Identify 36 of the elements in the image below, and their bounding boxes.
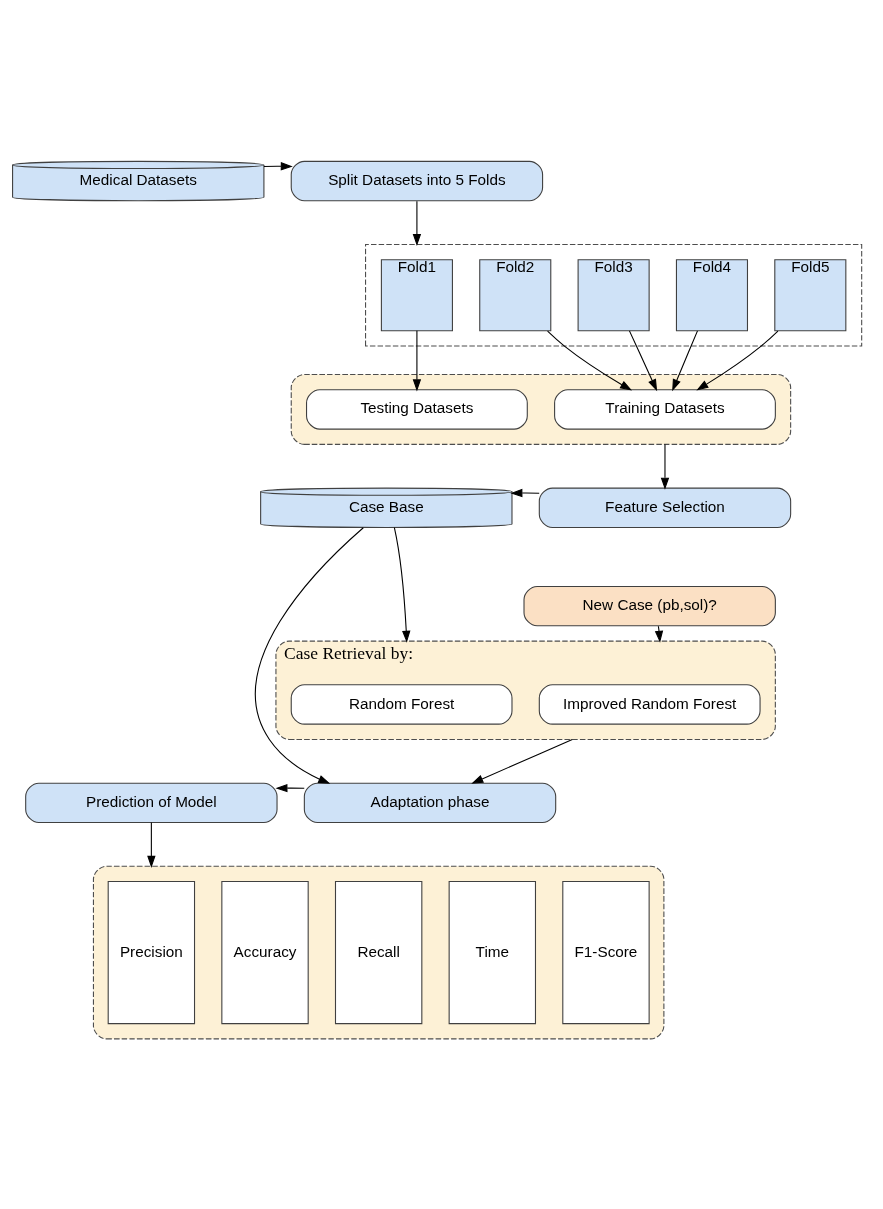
arrow xyxy=(660,443,670,490)
arrow xyxy=(510,488,540,498)
node-box: Time xyxy=(448,880,537,1025)
arrow xyxy=(147,822,156,868)
node-box: New Case (pb,sol)? xyxy=(523,585,776,627)
node-box: Adaptation phase xyxy=(303,782,557,824)
node-box: Fold4 xyxy=(675,259,749,332)
node-box: Feature Selection xyxy=(538,487,792,528)
arrow xyxy=(393,527,411,643)
arrow xyxy=(654,625,664,643)
node-box: Testing Datasets xyxy=(306,389,528,430)
node-box: Split Datasets into 5 Folds xyxy=(290,160,544,202)
node-box: Fold1 xyxy=(380,259,453,332)
node-box: F1-Score xyxy=(562,880,650,1025)
arrow xyxy=(547,330,632,391)
node-box: Fold5 xyxy=(774,259,847,332)
arrow xyxy=(255,527,364,784)
cluster xyxy=(290,373,792,445)
cluster xyxy=(92,865,665,1040)
node-box: Fold3 xyxy=(577,259,650,332)
node-box: Improved Random Forest xyxy=(538,684,761,725)
node-box: Random Forest xyxy=(290,684,513,725)
node-box: Training Datasets xyxy=(554,389,776,430)
node-box: Recall xyxy=(334,880,423,1025)
arrow xyxy=(412,330,422,392)
arrow xyxy=(412,200,422,247)
cluster xyxy=(365,243,863,347)
node-box: Accuracy xyxy=(221,880,309,1025)
arrow xyxy=(275,783,305,793)
node-box: Prediction of Model xyxy=(25,782,278,824)
node-box: Precision xyxy=(107,880,196,1025)
arrow xyxy=(628,330,658,392)
arrow xyxy=(471,738,573,784)
arrow xyxy=(696,330,779,391)
arrow xyxy=(672,330,699,392)
node-box: Fold2 xyxy=(479,259,552,332)
